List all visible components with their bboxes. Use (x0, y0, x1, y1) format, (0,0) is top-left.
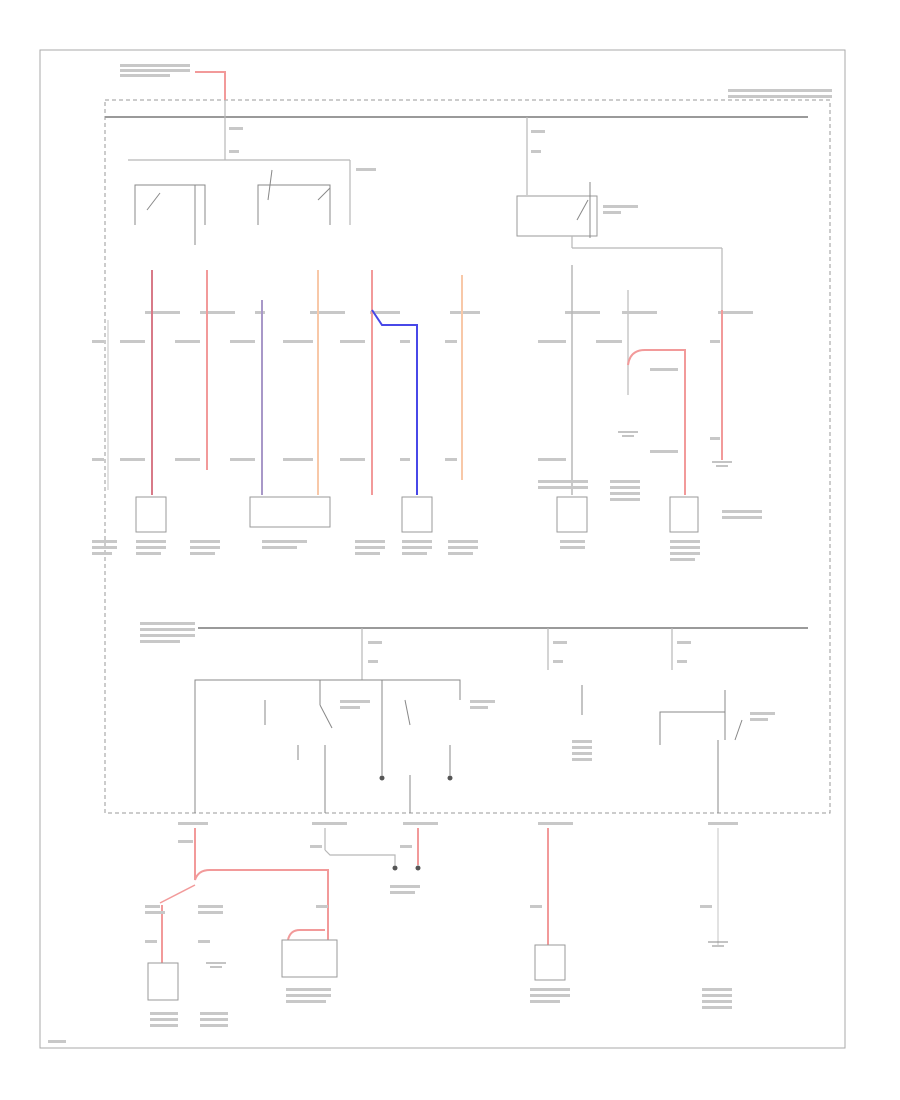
ground-symbols-row2 (206, 865, 728, 968)
component-boxes-row2 (147, 939, 566, 1001)
fuse-lower-right-b (671, 628, 691, 670)
component-boxes-row1 (135, 496, 699, 533)
wire-code-labels (92, 340, 720, 461)
component-captions-row1 (92, 480, 762, 561)
connector-labels-row1 (145, 311, 753, 314)
diagram-frame (39, 49, 846, 1049)
fuse-lower-right-a-out (572, 685, 592, 761)
relay-label-mark (356, 168, 376, 171)
fuse-lower-right-a (547, 628, 567, 670)
component-captions-row2 (48, 840, 732, 1043)
lower-circuit-wires (159, 828, 719, 963)
fuse-lower-center (361, 628, 382, 680)
label-marks (120, 64, 832, 643)
relay-left-b (257, 169, 331, 225)
fuse-top-right (526, 117, 545, 195)
relay-lower-block (194, 679, 461, 813)
relay-top-right (516, 182, 638, 238)
relay-lower-right (659, 690, 775, 813)
connector-labels-row2 (178, 822, 738, 825)
relay-left-a (134, 184, 206, 245)
fuse-box-outline (104, 99, 831, 814)
power-feed-wire (195, 71, 226, 100)
ground-symbols-row1 (618, 431, 732, 467)
relay-lower-labels (340, 700, 495, 709)
circuit-wires (107, 265, 723, 495)
fuse-top-left (224, 100, 243, 160)
